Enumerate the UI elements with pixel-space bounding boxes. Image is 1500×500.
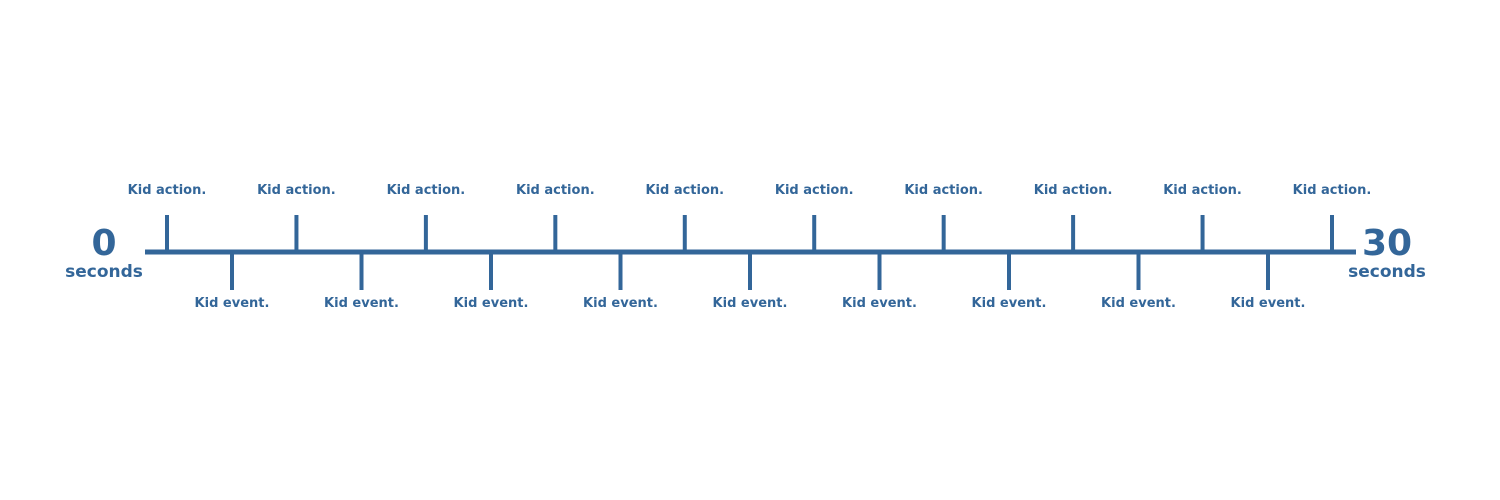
event-label: Kid event. xyxy=(324,296,399,311)
action-label: Kid action. xyxy=(387,183,466,198)
event-label: Kid event. xyxy=(972,296,1047,311)
action-label: Kid action. xyxy=(904,183,983,198)
event-marks: Kid event. Kid event. Kid event. Kid event.… xyxy=(195,252,1306,311)
event-label: Kid event. xyxy=(583,296,658,311)
event-label: Kid event. xyxy=(1231,296,1306,311)
end-time-value: 30 xyxy=(1362,223,1412,264)
event-label: Kid event. xyxy=(713,296,788,311)
action-label: Kid action. xyxy=(257,183,336,198)
start-time-value: 0 xyxy=(91,223,116,264)
action-label: Kid action. xyxy=(516,183,595,198)
action-label: Kid action. xyxy=(1293,183,1372,198)
action-label: Kid action. xyxy=(1163,183,1242,198)
action-marks: Kid action. Kid action. Kid action. Kid act… xyxy=(128,183,1372,252)
start-time-unit: seconds xyxy=(65,262,143,282)
action-label: Kid action. xyxy=(1034,183,1113,198)
event-label: Kid event. xyxy=(195,296,270,311)
event-label: Kid event. xyxy=(454,296,529,311)
event-label: Kid event. xyxy=(842,296,917,311)
action-label: Kid action. xyxy=(645,183,724,198)
action-label: Kid action. xyxy=(775,183,854,198)
end-time-unit: seconds xyxy=(1348,262,1426,282)
action-label: Kid action. xyxy=(128,183,207,198)
event-label: Kid event. xyxy=(1101,296,1176,311)
